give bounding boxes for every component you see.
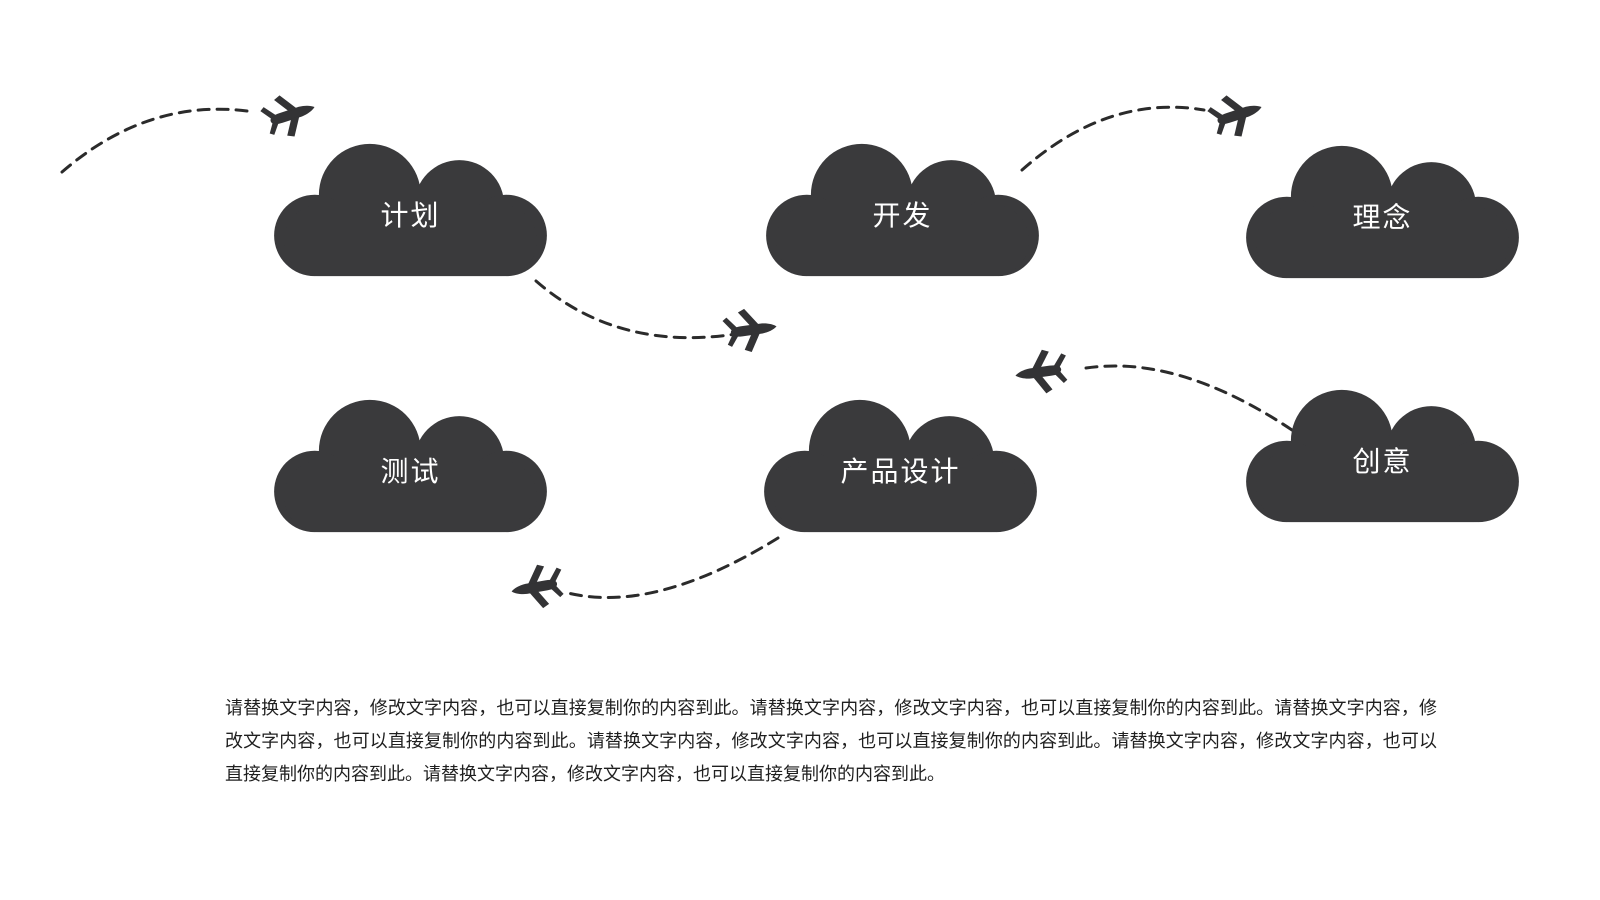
flight-path-dev-to-idea	[1020, 105, 1206, 172]
flight-path-intro	[60, 107, 256, 174]
flight-path-creative-to-design	[1078, 364, 1294, 432]
cloud-label-product-design: 产品设计	[840, 455, 961, 487]
flight-path-plan-to-design	[534, 279, 738, 340]
cloud-product-design: 产品设计	[758, 396, 1043, 534]
cloud-label-test: 测试	[380, 455, 441, 487]
cloud-test: 测试	[268, 396, 553, 534]
cloud-plan: 计划	[268, 140, 553, 278]
airplane-icon	[1009, 343, 1073, 401]
cloud-label-plan: 计划	[380, 199, 441, 231]
cloud-label-creative: 创意	[1352, 445, 1413, 477]
cloud-label-concept: 理念	[1352, 201, 1413, 233]
cloud-creative: 创意	[1240, 386, 1525, 524]
airplane-icon	[504, 557, 570, 616]
body-placeholder-text: 请替换文字内容，修改文字内容，也可以直接复制你的内容到此。请替换文字内容，修改文…	[225, 698, 1437, 784]
cloud-label-development: 开发	[872, 199, 933, 231]
cloud-development: 开发	[760, 140, 1045, 278]
flight-path-design-to-test	[566, 536, 780, 599]
airplane-icon	[719, 301, 783, 359]
cloud-concept: 理念	[1240, 142, 1525, 280]
